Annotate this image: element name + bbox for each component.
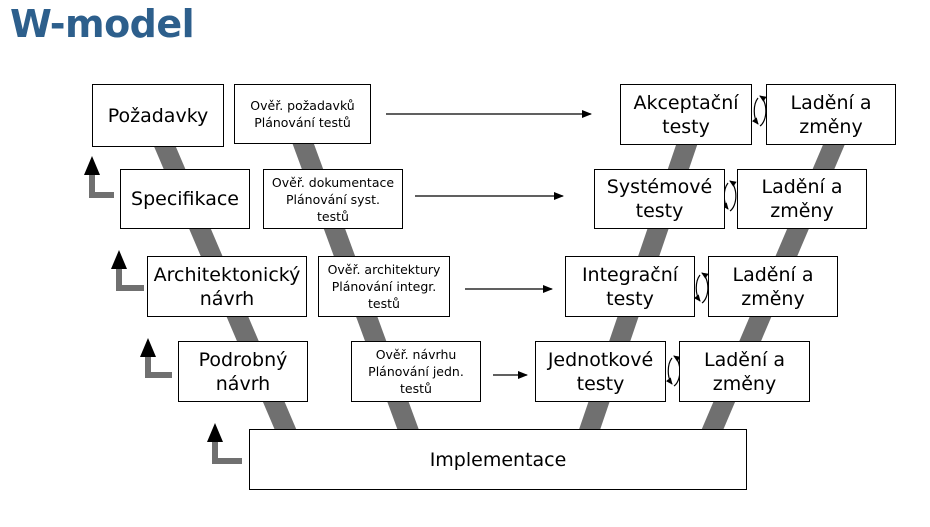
back-arrows	[84, 156, 242, 464]
verify-architecture-label: Ověř. architektury Plánování integr. tes…	[327, 262, 441, 311]
fix-label: Ladění a změny	[732, 263, 814, 310]
requirements-box: Požadavky	[92, 84, 224, 147]
page-title: W-model	[10, 2, 195, 46]
verify-requirements-box: Ověř. požadavků Plánování testů	[234, 84, 371, 144]
specification-box: Specifikace	[120, 169, 250, 229]
fix-box-unit: Ladění a změny	[679, 341, 810, 402]
integration-tests-label: Integrační testy	[581, 263, 679, 310]
implementation-label: Implementace	[429, 448, 567, 471]
architecture-design-label: Architektonický návrh	[153, 263, 301, 310]
cycle-arrows-icon	[751, 95, 767, 127]
verify-documentation-label: Ověř. dokumentace Plánování syst. testů	[271, 174, 395, 224]
system-tests-label: Systémové testy	[606, 176, 713, 222]
fix-label: Ladění a změny	[761, 176, 843, 222]
cycle-arrows-icon	[693, 272, 709, 304]
up-turn-arrow-icon	[140, 338, 172, 378]
integration-tests-box: Integrační testy	[565, 256, 695, 317]
fix-box-integration: Ladění a změny	[708, 256, 838, 317]
specification-label: Specifikace	[131, 188, 239, 210]
cycle-arrows-icon	[721, 180, 737, 212]
fix-label: Ladění a změny	[704, 348, 785, 395]
verify-design-label: Ověř. návrhu Plánování jedn. testů	[368, 347, 464, 396]
acceptance-tests-label: Akceptační testy	[633, 91, 739, 138]
up-turn-arrow-icon	[207, 423, 242, 464]
implementation-box: Implementace	[249, 429, 747, 490]
fix-label: Ladění a změny	[790, 91, 872, 138]
system-tests-box: Systémové testy	[594, 169, 725, 229]
up-turn-arrow-icon	[111, 250, 144, 291]
unit-tests-label: Jednotkové testy	[547, 348, 654, 395]
fix-box-acceptance: Ladění a změny	[766, 84, 896, 145]
detailed-design-box: Podrobný návrh	[178, 341, 308, 402]
detailed-design-label: Podrobný návrh	[198, 348, 288, 395]
fix-box-system: Ladění a změny	[737, 169, 867, 229]
verify-architecture-box: Ověř. architektury Plánování integr. tes…	[318, 256, 450, 317]
unit-tests-box: Jednotkové testy	[535, 341, 666, 402]
verify-documentation-box: Ověř. dokumentace Plánování syst. testů	[263, 169, 403, 229]
acceptance-tests-box: Akceptační testy	[620, 84, 752, 145]
up-turn-arrow-icon	[84, 156, 114, 198]
verify-design-box: Ověř. návrhu Plánování jedn. testů	[351, 341, 481, 402]
requirements-label: Požadavky	[107, 104, 209, 127]
flow-arrows	[386, 110, 592, 379]
architecture-design-box: Architektonický návrh	[147, 256, 307, 317]
verify-requirements-label: Ověř. požadavků Plánování testů	[250, 98, 355, 130]
